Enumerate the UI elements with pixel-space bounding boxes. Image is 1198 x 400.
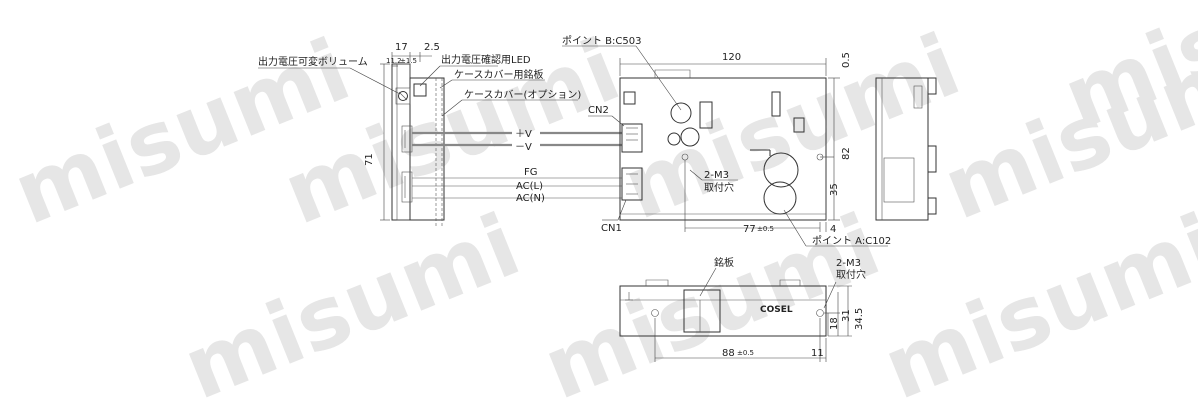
bottom-view	[619, 279, 827, 337]
front-leaders	[562, 45, 888, 247]
label-fg: FG	[524, 167, 538, 178]
dim-34-5: 34.5	[854, 308, 865, 330]
label-cn1: CN1	[601, 223, 622, 234]
dim-4: 4	[830, 224, 836, 235]
svg-text:misumi: misumi	[870, 195, 1198, 400]
dim-31: 31	[841, 309, 852, 322]
side-leaders	[258, 65, 578, 117]
front-dims	[619, 58, 840, 232]
svg-text:misumi: misumi	[530, 195, 893, 400]
dim-120: 120	[722, 52, 741, 63]
side-dims	[380, 52, 432, 221]
dim-17: 17	[395, 42, 408, 53]
dim-tol-0-5-a: ±0.5	[757, 225, 774, 233]
cosel-logo: COSEL	[760, 305, 793, 315]
svg-text:misumi: misumi	[610, 15, 973, 239]
dim-11-2: 11.2	[386, 57, 402, 65]
label-nameplate: 銘板	[714, 256, 734, 269]
dim-88: 88	[722, 348, 735, 359]
right-side-view	[875, 77, 937, 221]
side-view	[391, 63, 445, 228]
dim-0-5: 0.5	[841, 52, 852, 68]
dim-tol-0-5-b: ±0.5	[737, 349, 754, 357]
label-led: 出力電圧確認用LED	[441, 53, 531, 66]
bottom-leaders	[699, 267, 837, 309]
dim-77: 77	[743, 224, 756, 235]
label-point-a: ポイント A:C102	[812, 235, 891, 247]
dim-18: 18	[829, 317, 840, 330]
label-cn2: CN2	[588, 105, 609, 116]
label-acn: AC(N)	[516, 193, 545, 204]
label-plus-v: ＋V	[515, 129, 532, 140]
dim-71: 71	[364, 153, 375, 166]
label-mount-top-a: 2-M3	[704, 170, 729, 181]
label-minus-v: －V	[515, 142, 532, 153]
dim-11: 11	[811, 348, 824, 359]
bottom-dims	[654, 285, 852, 362]
front-view	[619, 69, 827, 221]
label-volume: 出力電圧可変ボリューム	[258, 55, 368, 68]
label-mount-bot-b: 取付穴	[836, 268, 866, 281]
dim-tol-1-5: ±1.5	[400, 57, 417, 65]
dim-82: 82	[841, 147, 852, 160]
wire-group	[412, 131, 622, 199]
label-acl: AC(L)	[516, 181, 543, 192]
label-mount-bot-a: 2-M3	[836, 258, 861, 269]
dim-35: 35	[829, 183, 840, 196]
label-mount-top-b: 取付穴	[704, 181, 734, 194]
label-nameplate-cover: ケースカバー用銘板	[454, 68, 544, 81]
label-point-b: ポイント B:C503	[562, 35, 641, 47]
dim-2-5: 2.5	[424, 42, 440, 53]
label-case-cover: ケースカバー(オプション)	[464, 89, 581, 101]
